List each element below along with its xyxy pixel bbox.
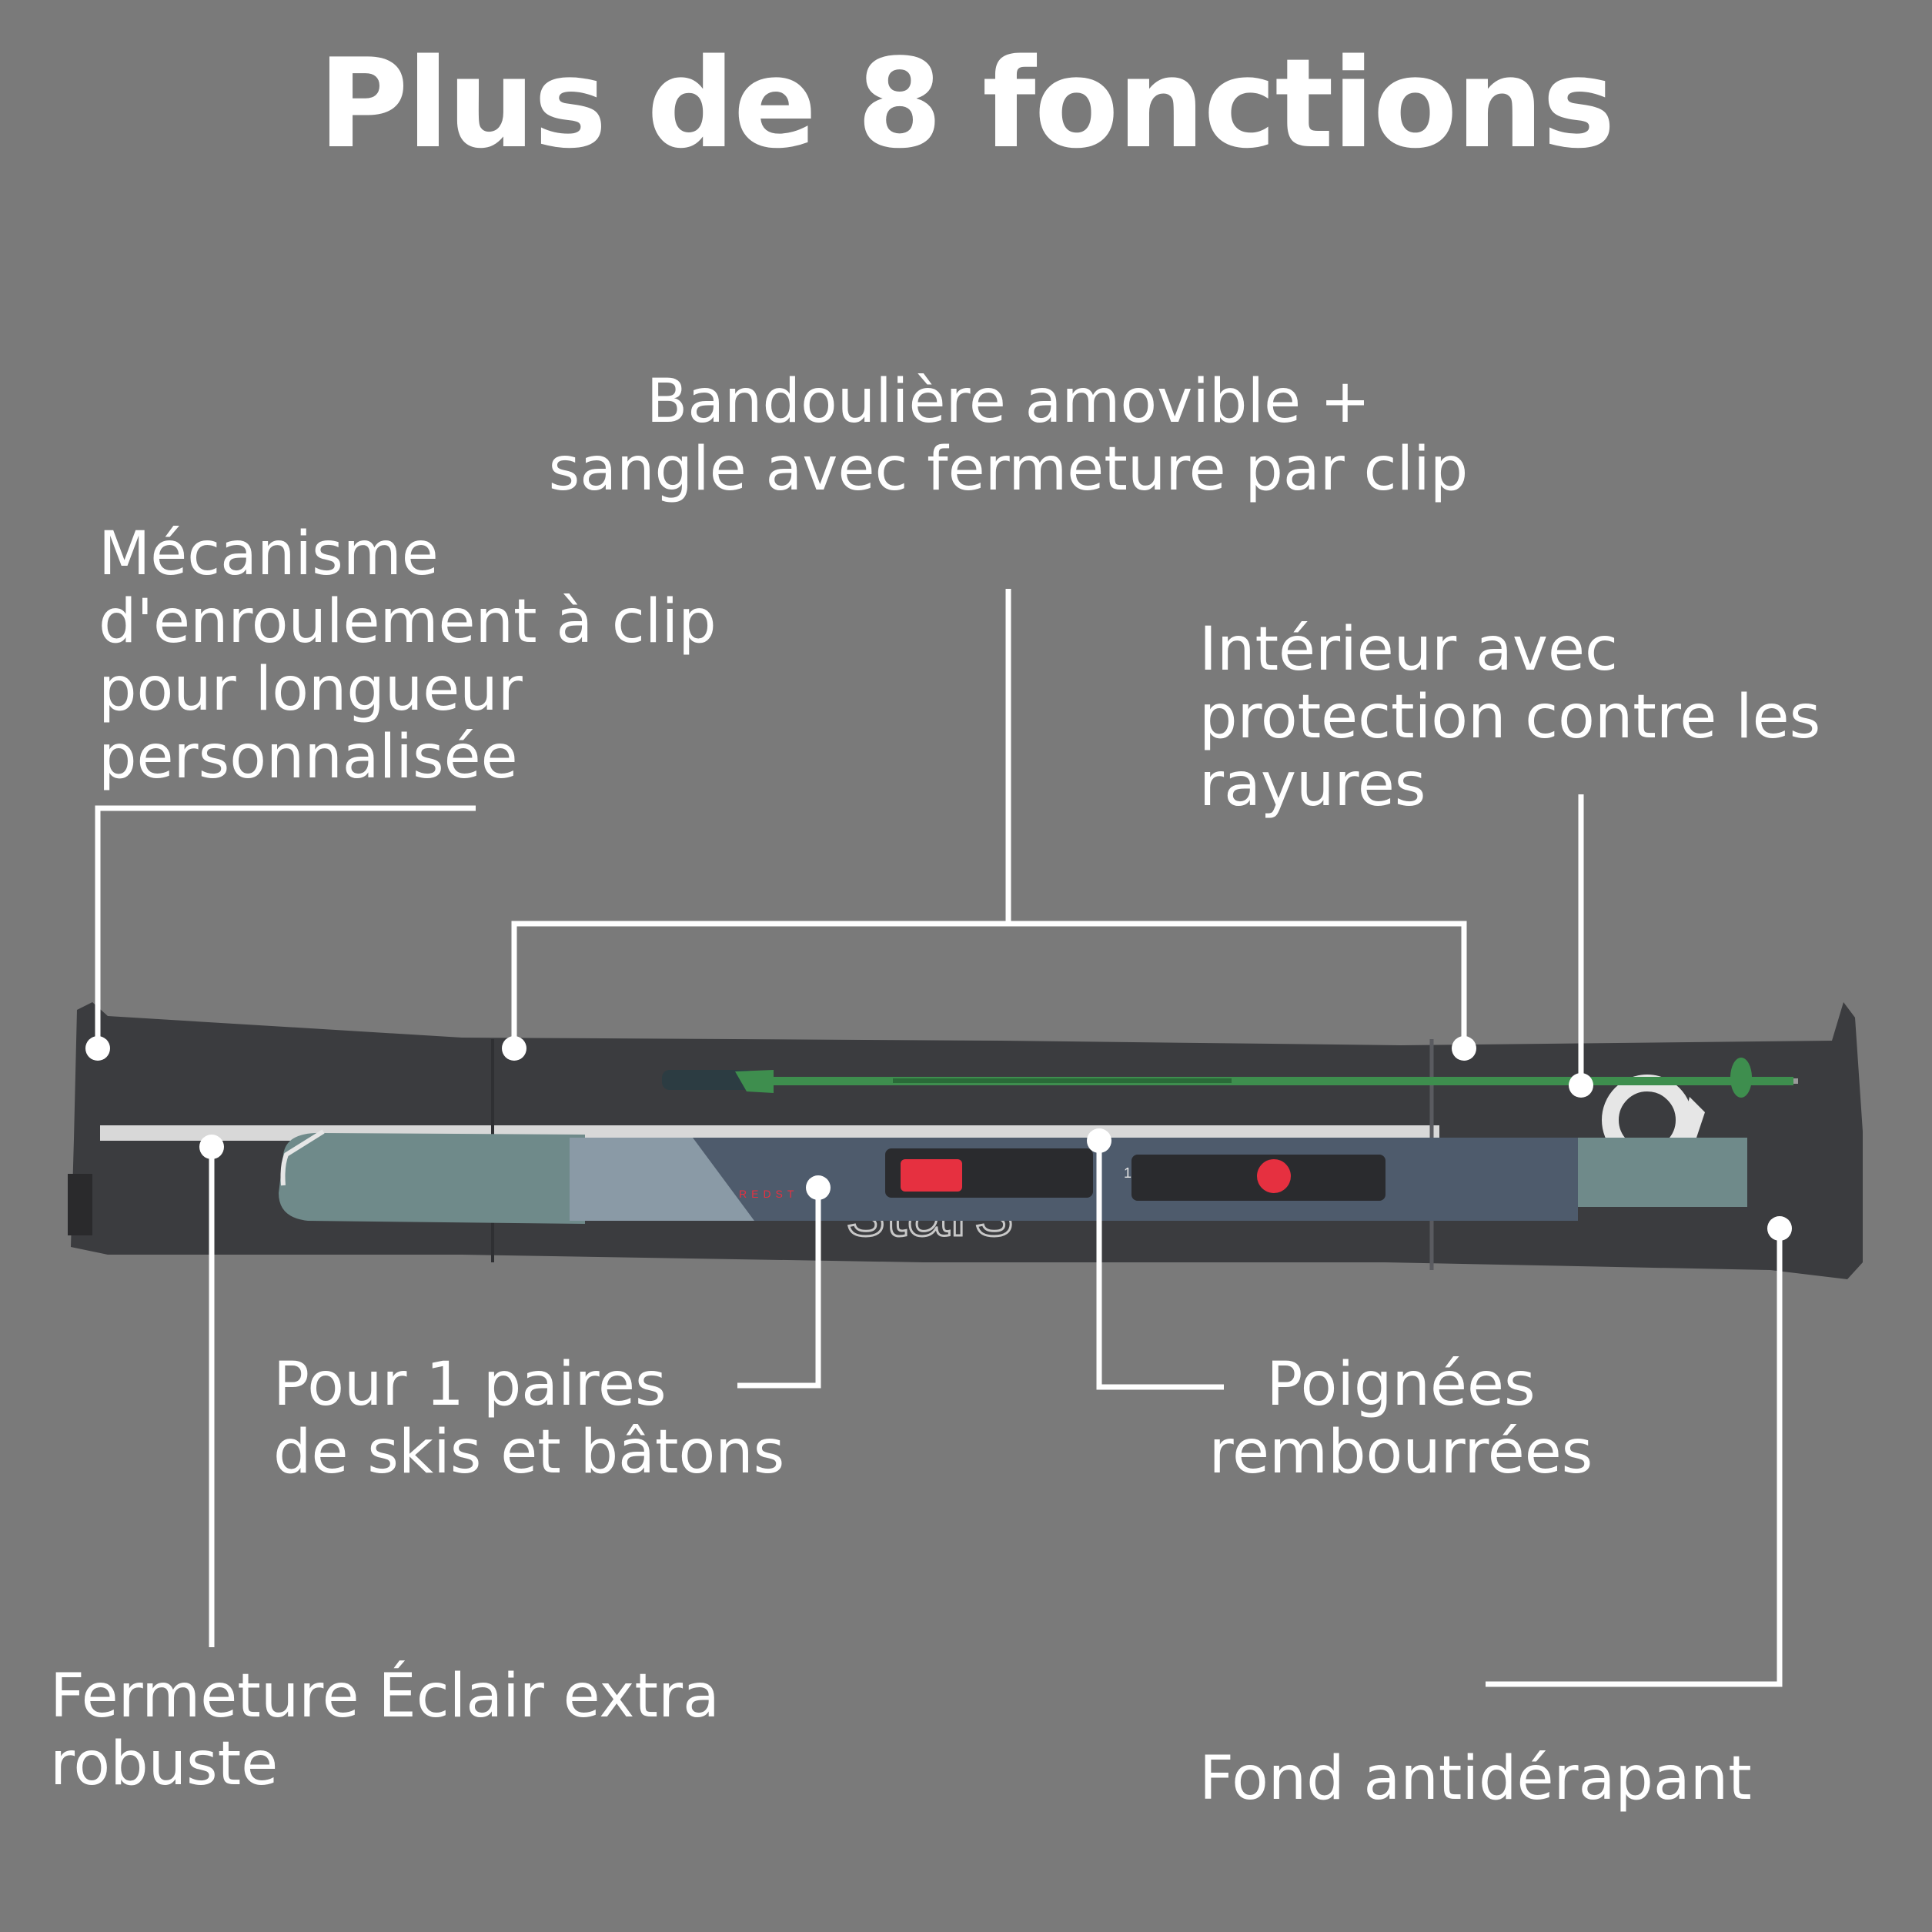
feature-capacity: Pour 1 paires de skis et bâtons bbox=[273, 1350, 785, 1487]
feature-padded-handles: Poignées rembourrées bbox=[1208, 1350, 1593, 1487]
ski-model-text: REDST bbox=[739, 1188, 798, 1200]
skis: REDST 169 bbox=[279, 1129, 1747, 1224]
callout-dots bbox=[85, 1036, 1792, 1241]
page-title: Plus de 8 fonctions bbox=[318, 32, 1615, 175]
feature-roll-clip: Mécanisme d'enroulement à clip pour long… bbox=[99, 520, 717, 792]
feature-shoulder-strap: Bandoulière amovible + sangle avec ferme… bbox=[548, 367, 1469, 504]
feature-zipper: Fermeture Éclair extra robuste bbox=[50, 1662, 720, 1799]
feature-non-slip-bottom: Fond antidérapant bbox=[1199, 1744, 1752, 1813]
callout-lines bbox=[95, 589, 1783, 1687]
feature-scratch-protection: Intérieur avec protection contre les ray… bbox=[1199, 615, 1821, 820]
ski-pole bbox=[662, 1058, 1798, 1098]
